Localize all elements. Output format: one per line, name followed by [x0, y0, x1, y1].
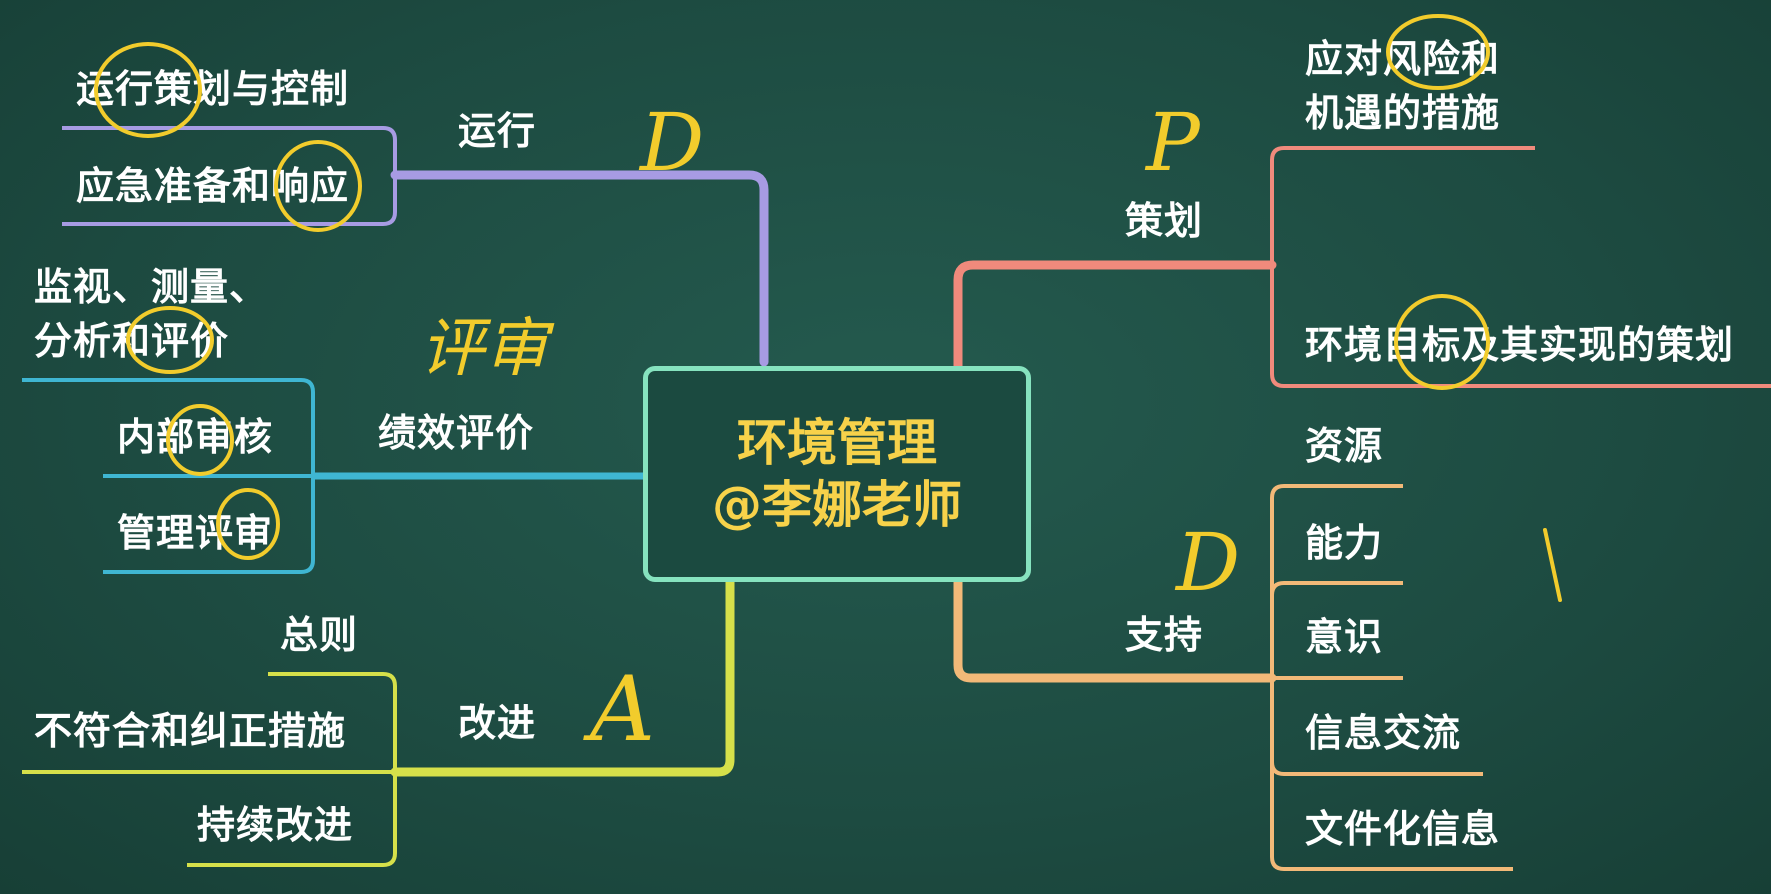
- topic-management-review: 管理评审: [117, 511, 274, 555]
- connector-improvement-items: [22, 672, 397, 867]
- connector-support: [953, 577, 1277, 683]
- topic-nonconformity-corrective-action: 不符合和纠正措施: [34, 709, 347, 753]
- topic-general: 总则: [280, 613, 359, 657]
- topic-environmental-objectives: 环境目标及其实现的策划: [1305, 323, 1735, 367]
- topic-documented-information: 文件化信息: [1305, 807, 1501, 851]
- connector-planning: [953, 260, 1277, 371]
- connector-support-items: [1270, 484, 1513, 871]
- connector-operation: [390, 170, 769, 367]
- topic-risks-opportunities: 应对风险和机遇的措施: [1305, 37, 1501, 135]
- topic-operation-planning-control: 运行策划与控制: [76, 67, 350, 111]
- topic-resources: 资源: [1305, 424, 1384, 468]
- connector-operation-items: [62, 126, 397, 226]
- connector-evaluation-items: [22, 378, 315, 574]
- central-topic-title: 环境管理: [737, 414, 937, 472]
- branch-label-evaluation: 绩效评价: [378, 411, 535, 455]
- topic-communication: 信息交流: [1305, 711, 1462, 755]
- connector-planning-items: [1270, 146, 1771, 388]
- branch-label-support: 支持: [1125, 613, 1204, 657]
- topic-continual-improvement: 持续改进: [197, 803, 354, 847]
- central-topic: 环境管理 @李娜老师: [643, 366, 1031, 582]
- topic-awareness: 意识: [1305, 615, 1384, 659]
- central-topic-subtitle: @李娜老师: [712, 476, 962, 534]
- topic-monitoring-measurement: 监视、测量、分析和评价: [34, 265, 269, 363]
- topic-internal-audit: 内部审核: [117, 415, 274, 459]
- branch-label-operation: 运行: [458, 109, 537, 153]
- topic-emergency-response: 应急准备和响应: [76, 164, 350, 208]
- branch-label-improvement: 改进: [458, 701, 537, 745]
- branch-label-planning: 策划: [1125, 199, 1204, 243]
- connector-improvement: [390, 577, 735, 777]
- topic-competence: 能力: [1305, 521, 1384, 565]
